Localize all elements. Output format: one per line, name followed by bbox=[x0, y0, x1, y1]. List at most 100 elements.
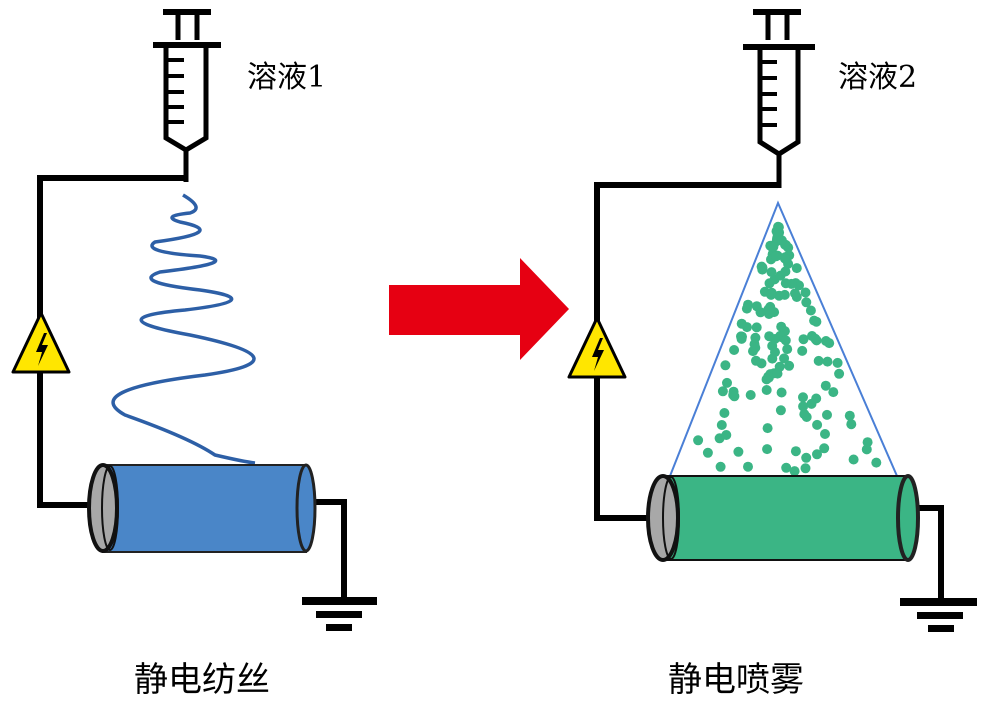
droplet bbox=[716, 420, 727, 430]
droplet bbox=[782, 344, 793, 355]
ground-wire bbox=[314, 499, 347, 600]
syringe-icon bbox=[153, 9, 221, 182]
droplet bbox=[745, 390, 756, 400]
droplet bbox=[772, 368, 783, 379]
transition-arrow bbox=[389, 258, 569, 360]
droplet bbox=[824, 338, 835, 349]
solution-1-label: 溶液1 bbox=[247, 60, 327, 95]
droplet bbox=[722, 377, 732, 388]
droplet bbox=[721, 430, 732, 440]
droplet bbox=[756, 261, 767, 272]
droplet bbox=[781, 462, 792, 473]
droplet bbox=[736, 318, 747, 329]
droplet bbox=[770, 347, 780, 358]
droplet bbox=[798, 392, 808, 403]
droplet bbox=[775, 405, 786, 416]
collector-drum-left bbox=[87, 463, 317, 553]
droplet bbox=[790, 288, 800, 299]
droplet bbox=[812, 419, 823, 430]
droplet bbox=[763, 304, 774, 315]
droplet bbox=[779, 289, 790, 300]
droplet bbox=[762, 444, 773, 455]
ground-wire bbox=[912, 505, 944, 600]
droplet bbox=[764, 331, 775, 342]
droplet bbox=[715, 461, 726, 472]
droplet bbox=[797, 345, 808, 356]
fiber-jet bbox=[111, 193, 256, 465]
droplet bbox=[779, 353, 790, 364]
droplet bbox=[751, 355, 761, 366]
droplet bbox=[766, 267, 777, 278]
collector-drum-right bbox=[646, 474, 920, 562]
droplet bbox=[805, 305, 816, 316]
droplet bbox=[798, 401, 809, 412]
droplet bbox=[798, 334, 809, 345]
droplet bbox=[729, 391, 740, 402]
droplet bbox=[809, 315, 820, 326]
circuit-wire bbox=[37, 175, 186, 508]
droplet bbox=[779, 253, 790, 264]
droplet bbox=[846, 419, 857, 430]
electrospinning-setup bbox=[11, 9, 377, 631]
droplet bbox=[820, 380, 831, 391]
droplet bbox=[819, 443, 830, 454]
droplet bbox=[776, 235, 787, 246]
droplet bbox=[767, 242, 777, 252]
high-voltage-warning-icon bbox=[567, 316, 627, 379]
droplet bbox=[822, 356, 833, 367]
droplet bbox=[801, 452, 812, 463]
droplet bbox=[776, 321, 787, 332]
droplet bbox=[766, 289, 777, 300]
droplet bbox=[810, 333, 821, 344]
electrospinning-caption: 静电纺丝 bbox=[134, 660, 270, 700]
solution-2-label: 溶液2 bbox=[838, 60, 918, 95]
droplet bbox=[806, 398, 817, 409]
droplet bbox=[751, 301, 762, 312]
droplet bbox=[720, 360, 731, 371]
droplet bbox=[780, 335, 791, 346]
droplet bbox=[832, 357, 843, 368]
droplet bbox=[828, 387, 839, 398]
droplet bbox=[737, 331, 747, 342]
droplet bbox=[719, 408, 730, 418]
droplet bbox=[800, 287, 811, 298]
droplet bbox=[702, 447, 713, 458]
droplet bbox=[790, 446, 801, 457]
droplet bbox=[780, 278, 791, 289]
droplet bbox=[733, 446, 744, 457]
droplet bbox=[750, 342, 761, 353]
droplet bbox=[812, 449, 822, 460]
droplet bbox=[762, 423, 773, 434]
ground-icon bbox=[302, 597, 377, 631]
droplet bbox=[801, 297, 812, 308]
electrospraying-caption: 静电喷雾 bbox=[668, 660, 804, 700]
droplet bbox=[789, 466, 800, 477]
droplet bbox=[784, 360, 795, 371]
droplet bbox=[799, 409, 810, 420]
droplet bbox=[813, 355, 824, 366]
droplet bbox=[743, 461, 753, 472]
droplet-cloud bbox=[693, 221, 882, 477]
droplet bbox=[822, 409, 832, 420]
droplet bbox=[771, 251, 781, 262]
droplet bbox=[741, 303, 752, 314]
droplet bbox=[717, 386, 728, 397]
droplet bbox=[776, 387, 787, 398]
droplet bbox=[780, 266, 791, 277]
droplet bbox=[871, 457, 882, 468]
droplet bbox=[761, 374, 772, 385]
droplet bbox=[693, 435, 704, 446]
syringe-icon bbox=[743, 9, 815, 188]
electrospraying-setup bbox=[567, 9, 977, 632]
droplet bbox=[861, 444, 872, 455]
droplet bbox=[834, 368, 845, 379]
droplet bbox=[800, 463, 811, 474]
spray-cone bbox=[669, 200, 898, 477]
droplet bbox=[791, 263, 802, 274]
high-voltage-warning-icon bbox=[11, 311, 71, 374]
droplet bbox=[848, 454, 859, 465]
droplet bbox=[820, 429, 830, 439]
droplet bbox=[751, 322, 762, 333]
ground-icon bbox=[900, 598, 977, 632]
